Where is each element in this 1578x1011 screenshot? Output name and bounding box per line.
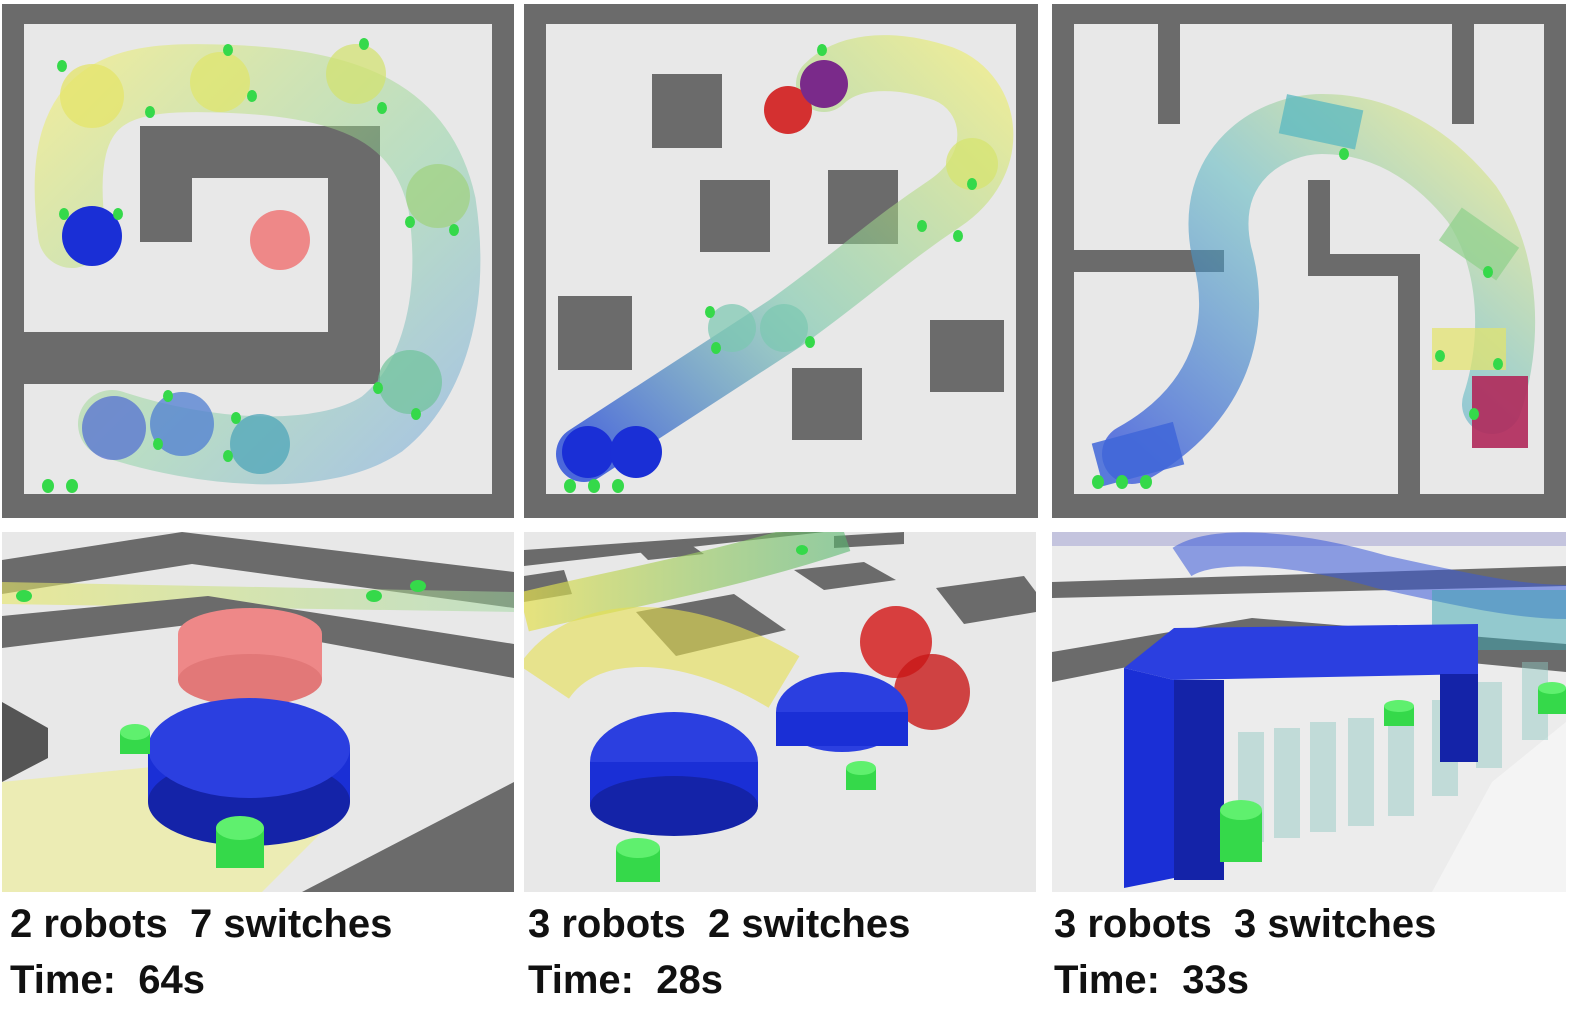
goal-table <box>1472 376 1528 448</box>
obstacle-blocks <box>558 74 1004 440</box>
scenario-3-summary: 3 robots 3 switches <box>1054 904 1436 944</box>
object-keyframe <box>150 392 214 456</box>
goal-peanut <box>800 60 848 108</box>
scenario-3-robot-count: 3 robots <box>1054 902 1212 946</box>
robot-markers <box>616 545 876 882</box>
scenario-2-topdown-view <box>524 4 1038 518</box>
scenario-2-robot-count: 3 robots <box>528 902 686 946</box>
scenario-2-time: Time: 28s <box>528 960 723 1000</box>
scenario-1-time-value: 64s <box>138 958 205 1002</box>
scenario-2-perspective-svg <box>524 532 1036 892</box>
scenario-3-topdown-view <box>1052 4 1566 518</box>
scenario-1-perspective-svg <box>2 532 514 892</box>
goal-disk <box>178 654 322 706</box>
right-wall <box>302 782 514 892</box>
robot-markers <box>1220 682 1566 862</box>
goal-peanut <box>894 654 970 730</box>
scenario-2-topdown-svg <box>524 4 1038 518</box>
object-table <box>1124 624 1478 680</box>
object-keyframe <box>406 164 470 228</box>
scenario-3-topdown-svg <box>1052 4 1566 518</box>
object-keyframe <box>946 138 998 190</box>
maze-wall <box>140 126 192 242</box>
scenario-1-summary: 2 robots 7 switches <box>10 904 392 944</box>
scenario-2-time-label: Time: <box>528 958 634 1002</box>
object-keyframe <box>60 64 124 128</box>
object-keyframe <box>708 304 756 352</box>
scenario-1-caption: 2 robots 7 switches Time: 64s <box>10 904 530 1004</box>
obstacle-block <box>632 540 704 560</box>
scenario-1-time-label: Time: <box>10 958 116 1002</box>
object-keyframe <box>760 304 808 352</box>
goal-peanut <box>764 86 812 134</box>
scenario-2-switch-count: 2 switches <box>708 902 911 946</box>
obstacle-block <box>794 562 896 590</box>
object-keyframe <box>230 414 290 474</box>
scenario-3-time-label: Time: <box>1054 958 1160 1002</box>
back-wall <box>2 532 514 608</box>
scenario-1-topdown-svg <box>2 4 514 518</box>
object-keyframe <box>1278 94 1364 150</box>
scenario-3-time: Time: 33s <box>1054 960 1249 1000</box>
robot-markers <box>16 580 426 868</box>
scenario-2-caption: 3 robots 2 switches Time: 28s <box>528 904 1048 1004</box>
object-table <box>1174 680 1224 880</box>
scenario-3-perspective-view <box>1052 532 1566 892</box>
scenario-2-summary: 3 robots 2 switches <box>528 904 910 944</box>
scenario-2-time-value: 28s <box>656 958 723 1002</box>
scenario-1-topdown-view <box>2 4 514 518</box>
object-table <box>1124 668 1174 888</box>
scenario-3-switch-count: 3 switches <box>1234 902 1437 946</box>
object-trail <box>524 532 851 632</box>
scenario-3-caption: 3 robots 3 switches Time: 33s <box>1054 904 1574 1004</box>
side-wall <box>2 702 48 782</box>
inner-wall <box>2 596 514 678</box>
scenario-1-perspective-view <box>2 532 514 892</box>
object-keyframe <box>1438 207 1520 281</box>
object-keyframe <box>326 44 386 104</box>
object-peanut <box>562 426 614 478</box>
object-table <box>1440 674 1478 762</box>
maze-wall <box>24 332 380 384</box>
robot-markers <box>564 44 977 493</box>
object-table <box>1091 421 1185 487</box>
object-keyframe <box>82 396 146 460</box>
scenario-3-time-value: 33s <box>1182 958 1249 1002</box>
object-peanut <box>776 712 908 746</box>
object-disk <box>62 206 122 266</box>
object-keyframe <box>378 350 442 414</box>
scenario-1-robot-count: 2 robots <box>10 902 168 946</box>
goal-disk <box>250 210 310 270</box>
scenario-3-perspective-svg <box>1052 532 1566 892</box>
right-floor <box>1432 722 1566 892</box>
object-peanut <box>590 776 758 836</box>
object-keyframe <box>190 52 250 112</box>
corridor-walls <box>1074 24 1474 494</box>
object-trail <box>524 607 800 708</box>
obstacle-block <box>936 576 1036 624</box>
scenario-1-time: Time: 64s <box>10 960 205 1000</box>
scenario-2-perspective-view <box>524 532 1036 892</box>
robot-markers <box>1092 148 1503 489</box>
robot-markers <box>42 38 459 493</box>
object-peanut <box>610 426 662 478</box>
obstacle-block <box>834 532 904 548</box>
object-disk <box>148 698 350 798</box>
scenario-1-switch-count: 7 switches <box>190 902 393 946</box>
maze-wall <box>328 126 380 356</box>
